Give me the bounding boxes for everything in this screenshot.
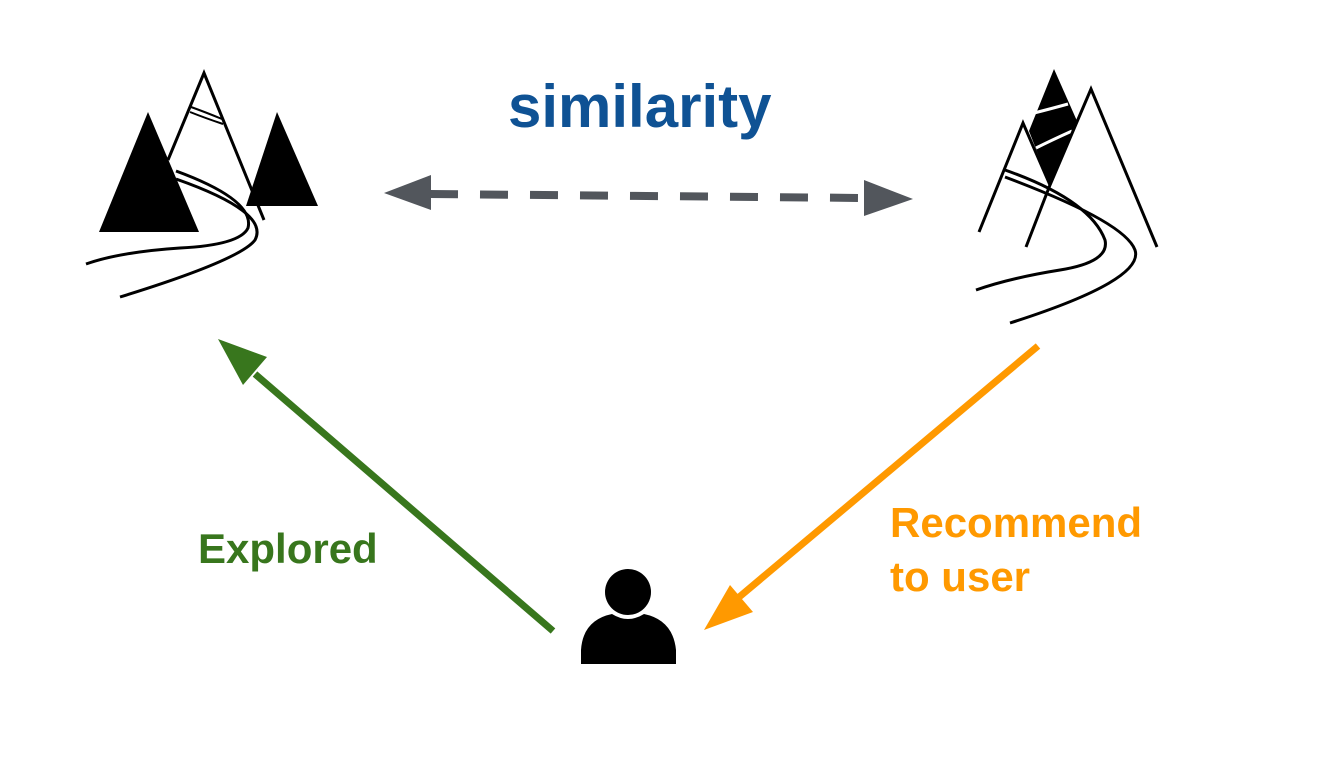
similarity-arrowhead-right (864, 180, 913, 216)
explored-arrowhead (218, 339, 267, 385)
recommend-arrowhead (704, 585, 753, 630)
right-mountain-icon (975, 69, 1159, 325)
similarity-arrowhead-left (384, 175, 431, 210)
user-icon (581, 569, 676, 664)
recommend-label-line2: to user (890, 553, 1031, 600)
similarity-arrow (384, 175, 913, 216)
similarity-label: similarity (508, 73, 772, 140)
recommend-label: Recommend to user (890, 496, 1142, 604)
recommend-label-line1: Recommend (890, 499, 1143, 546)
explored-arrow (218, 339, 556, 634)
left-mountain-icon (85, 69, 318, 299)
recommend-arrow (704, 343, 1041, 630)
similarity-dashed-line (429, 190, 865, 202)
explored-label: Explored (198, 525, 378, 572)
